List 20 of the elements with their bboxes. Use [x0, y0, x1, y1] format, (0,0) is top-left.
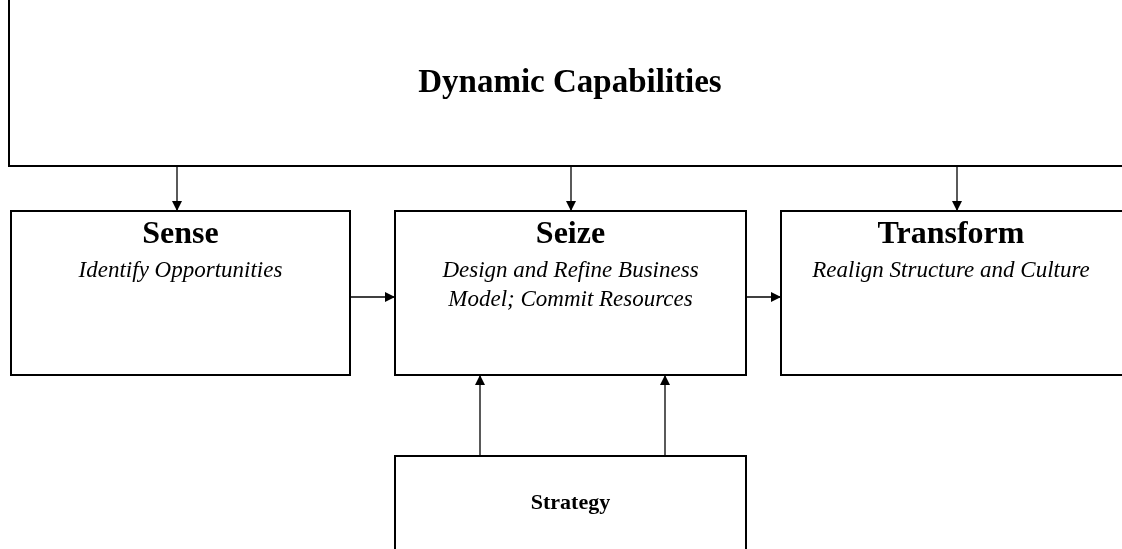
arrow [475, 375, 485, 456]
arrow [172, 166, 182, 211]
arrow [952, 166, 962, 211]
arrow [660, 375, 670, 456]
box-heading: Dynamic Capabilities [418, 62, 722, 101]
arrow [566, 166, 576, 211]
box-heading: Seize [535, 214, 606, 251]
box-description: Realign Structure and Culture [812, 255, 1090, 284]
box-description: Design and Refine Business Model; Commit Resources [441, 255, 700, 313]
process-box [394, 210, 747, 376]
arrow [350, 292, 395, 302]
box-description: Identify Opportunities [78, 255, 283, 284]
box-heading: Strategy [530, 489, 611, 515]
process-box [780, 210, 1122, 376]
strategy-box [394, 455, 747, 549]
process-box [10, 210, 351, 376]
box-heading: Transform [877, 214, 1025, 251]
arrow [746, 292, 781, 302]
box-heading: Sense [142, 214, 219, 251]
capability-box [8, 0, 1122, 167]
